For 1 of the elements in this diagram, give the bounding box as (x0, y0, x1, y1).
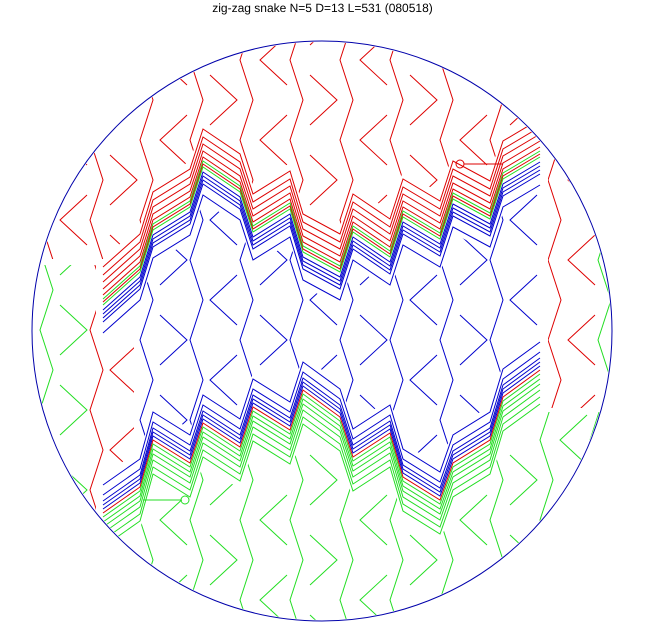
diagram-title: zig-zag snake N=5 D=13 L=531 (080518) (212, 1, 433, 16)
